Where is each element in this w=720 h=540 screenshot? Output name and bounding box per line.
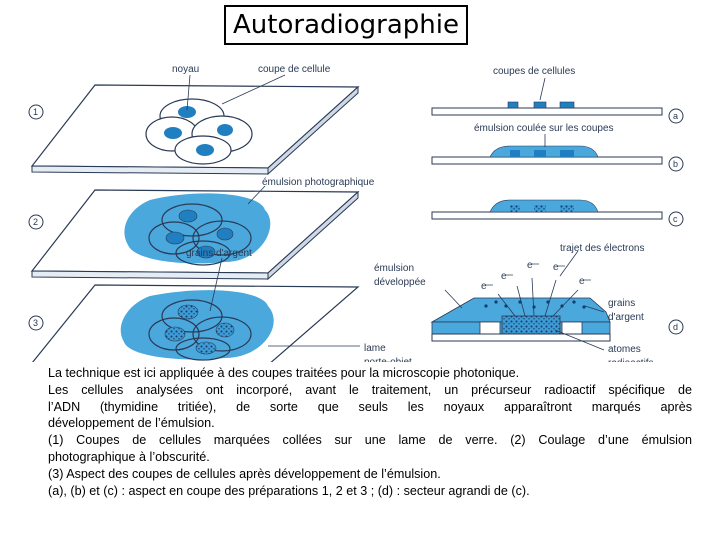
nucleus-icon xyxy=(196,245,216,259)
labeled-nucleus-icon xyxy=(195,341,217,355)
cells-step-1 xyxy=(145,98,253,165)
caption-line: La technique est ici appliquée à des cou… xyxy=(48,366,520,380)
label-atomes: atomes xyxy=(608,344,641,355)
section-b: émulsion coulée sur les coupes b xyxy=(431,123,684,172)
label-emulsion: émulsion xyxy=(374,263,414,274)
autoradiography-diagram: noyau coupe de cellule 1 émulsion photog… xyxy=(28,64,684,362)
caption-line: (3) Aspect des coupes de cellules après … xyxy=(48,466,441,481)
nucleus-icon xyxy=(178,106,196,118)
letter-b: b xyxy=(673,159,678,169)
slide-2: émulsion photographique 2 xyxy=(28,177,375,281)
label-grains: grains xyxy=(608,298,635,309)
electron-symbol: e xyxy=(579,276,585,287)
caption-line: Les cellules analysées ont incorporé, av… xyxy=(48,382,692,397)
label-grains-argent: grains d'argent xyxy=(186,248,252,259)
section-c: c xyxy=(431,199,684,227)
caption-line: photographique à l’obscurité. xyxy=(48,449,210,464)
electron-trajectories xyxy=(497,277,579,317)
step-2-number: 2 xyxy=(33,217,38,227)
nucleus-icon xyxy=(178,209,198,223)
label-lame: lame xyxy=(364,343,386,354)
nucleus-icon xyxy=(165,231,185,245)
nucleus-icon xyxy=(196,144,214,156)
caption-line: développement de l’émulsion. xyxy=(48,416,215,431)
labeled-nucleus-icon xyxy=(164,326,186,342)
letter-c: c xyxy=(673,214,678,224)
caption-line: (1) Coupes de cellules marquées collées … xyxy=(48,433,692,448)
nucleus-icon xyxy=(164,127,182,139)
electron-symbol: e xyxy=(553,262,559,273)
letter-d: d xyxy=(673,322,678,332)
label-porte-objet: porte-objet xyxy=(364,357,412,362)
electron-symbol: e xyxy=(501,271,507,282)
caption-line: l’ADN (thymidine tritiée), de sorte que … xyxy=(48,399,692,414)
slide-1: noyau coupe de cellule 1 xyxy=(28,64,360,176)
slide-3: grains d'argent 3 lame porte-objet xyxy=(28,248,412,362)
label-trajet-electrons: trajet des électrons xyxy=(560,243,645,254)
labeled-nucleus-icon xyxy=(215,322,235,338)
label-emulsion-photographique: émulsion photographique xyxy=(262,177,375,188)
electron-symbol: e xyxy=(481,281,487,292)
labeled-nucleus-icon xyxy=(177,304,199,320)
nucleus-icon xyxy=(216,227,234,241)
section-d: e e e e e trajet des électrons émulsion … xyxy=(374,243,684,362)
label-developpee: développée xyxy=(374,277,426,288)
caption: La technique est ici appliquée à des cou… xyxy=(48,365,692,499)
section-a: coupes de cellules a xyxy=(431,66,684,124)
letter-a: a xyxy=(673,111,678,121)
label-d-argent: d'argent xyxy=(608,312,644,323)
silver-grains xyxy=(484,300,586,309)
cells-step-3 xyxy=(148,299,252,361)
page-title: Autoradiographie xyxy=(224,5,468,45)
label-emulsion-coulee: émulsion coulée sur les coupes xyxy=(474,123,614,134)
cells-step-2 xyxy=(148,203,252,266)
step-3-number: 3 xyxy=(33,318,38,328)
caption-line: (a), (b) et (c) : aspect en coupe des pr… xyxy=(48,483,530,498)
electron-symbol: e xyxy=(527,260,533,271)
label-coupes-de-cellules: coupes de cellules xyxy=(493,66,575,77)
nucleus-icon xyxy=(217,124,233,136)
label-noyau: noyau xyxy=(172,64,199,75)
step-1-number: 1 xyxy=(33,107,38,117)
label-coupe-de-cellule: coupe de cellule xyxy=(258,64,331,75)
